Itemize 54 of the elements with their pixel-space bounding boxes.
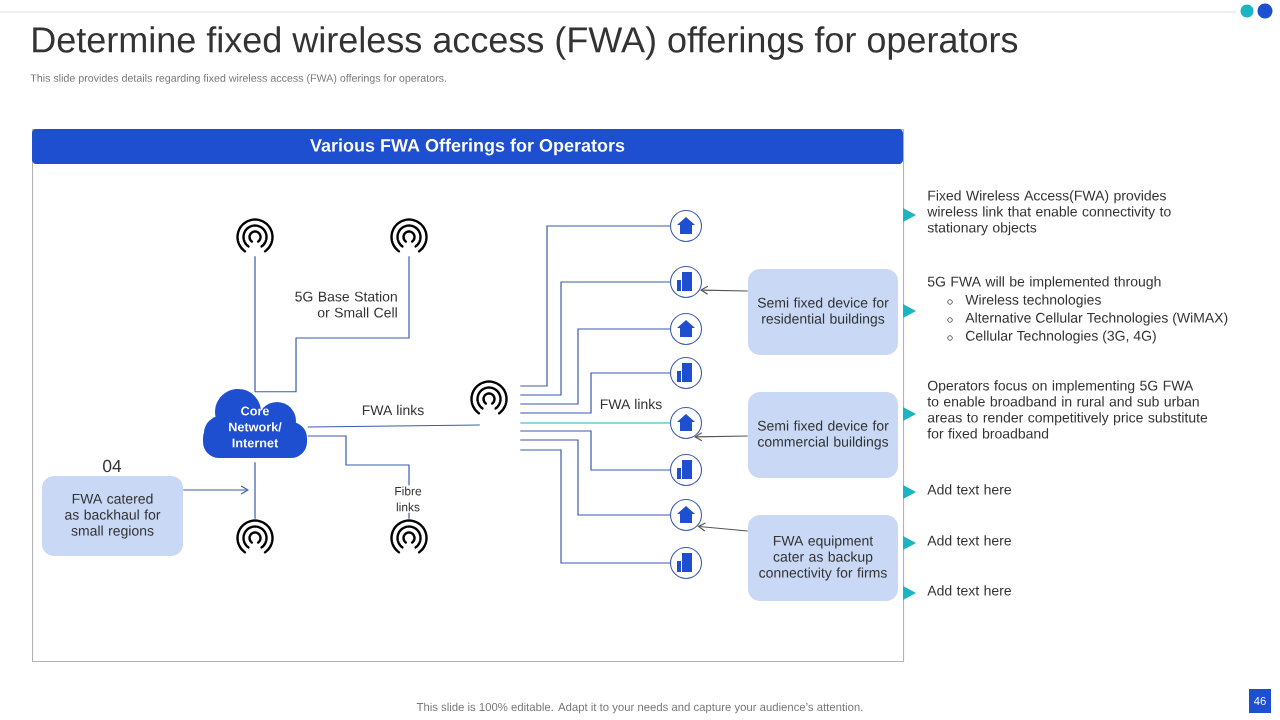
building-icon bbox=[669, 265, 703, 299]
step-number: 04 bbox=[103, 459, 122, 473]
antenna-icon bbox=[390, 519, 428, 554]
node-label: Core bbox=[241, 406, 269, 416]
connector bbox=[519, 430, 671, 471]
bullet-text: Add text here bbox=[927, 535, 1011, 546]
connector bbox=[254, 255, 256, 393]
connector bbox=[519, 328, 671, 405]
connector bbox=[182, 485, 249, 495]
edge-label: FWA links bbox=[598, 397, 664, 411]
building-icon bbox=[669, 312, 703, 346]
antenna-icon bbox=[236, 519, 274, 554]
building-icon bbox=[669, 406, 703, 440]
building-icon bbox=[669, 453, 703, 487]
connector bbox=[519, 225, 671, 387]
connector bbox=[519, 372, 671, 414]
text-box: Semi fixed device for residential buildings bbox=[748, 269, 898, 355]
text-box: Semi fixed device for commercial buildings bbox=[748, 392, 898, 478]
edge-label: FWA links bbox=[360, 403, 426, 417]
edge-label: Fibre links bbox=[386, 485, 430, 513]
connector bbox=[254, 461, 256, 520]
connector bbox=[519, 281, 671, 396]
bullet-text: Alternative Cellular Technologies (WiMAX) bbox=[965, 312, 1228, 326]
building-icon bbox=[669, 546, 703, 580]
antenna-icon bbox=[470, 380, 508, 415]
bullet-text: Operators focus on implementing 5G FWA to enable broadband in rural and sub urban areas to render competitively price substitute for fixed broadband bbox=[927, 380, 1208, 439]
building-icon bbox=[669, 356, 703, 390]
subtitle: This slide provides details regarding fixed wireless access (FWA) offerings for operators. bbox=[30, 74, 446, 84]
antenna-icon bbox=[236, 218, 274, 253]
footer-text: This slide is 100% editable. Adapt it to your needs and capture your audience’s attention. bbox=[416, 702, 863, 714]
bullet-text: Fixed Wireless Access(FWA) provides wireless link that enable connectivity to stationary objects bbox=[927, 190, 1171, 236]
page-number: 46 bbox=[1249, 689, 1271, 713]
connector bbox=[697, 522, 749, 532]
panel-header: Various FWA Offerings for Operators bbox=[32, 129, 903, 164]
antenna-icon bbox=[390, 218, 428, 253]
building-icon bbox=[669, 209, 703, 243]
bullet-text: Cellular Technologies (3G, 4G) bbox=[966, 330, 1156, 344]
node-label: Network/ Internet bbox=[229, 422, 282, 448]
bullet-text: 5G FWA will be implemented through bbox=[927, 276, 1161, 290]
text-box: FWA equipment cater as backup connectivity for firms bbox=[748, 515, 898, 601]
text-box: FWA catered as backhaul for small regions bbox=[42, 476, 183, 556]
connector bbox=[307, 424, 481, 428]
bullet-text: Wireless technologies bbox=[965, 294, 1101, 308]
building-icon bbox=[669, 498, 703, 532]
connector bbox=[519, 449, 671, 564]
bullet-text: Add text here bbox=[927, 585, 1011, 596]
connector bbox=[254, 255, 410, 393]
bullet-text: Add text here bbox=[927, 484, 1011, 495]
title: Determine fixed wireless access (FWA) offerings for operators bbox=[33, 26, 1018, 60]
connector bbox=[519, 439, 671, 516]
connector bbox=[694, 432, 749, 442]
connector bbox=[699, 285, 749, 295]
connector bbox=[519, 422, 671, 424]
annotation-text: 5G Base Station or Small Cell bbox=[295, 291, 397, 318]
